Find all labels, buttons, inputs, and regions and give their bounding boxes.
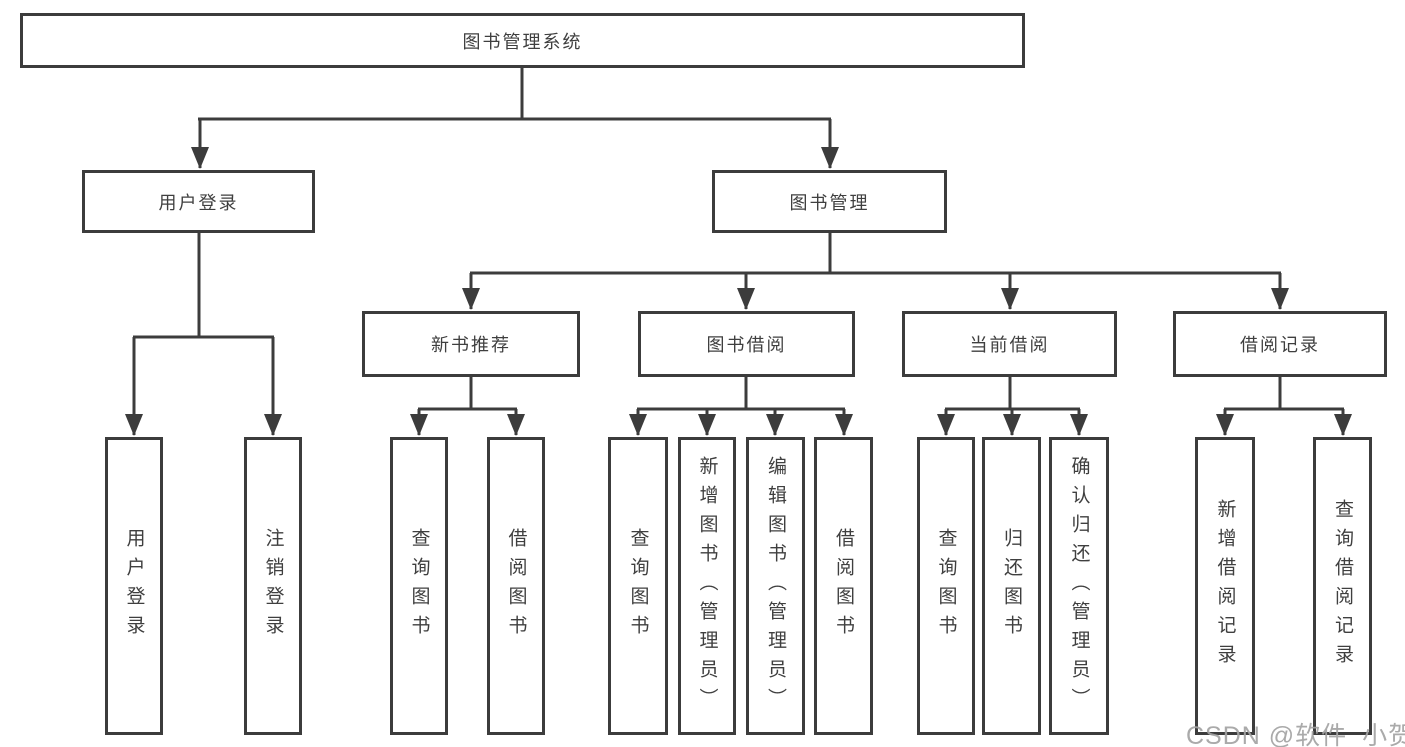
leaf-add-book-admin: 新增图书（管理员） — [678, 437, 736, 735]
leaf-logout: 注销登录 — [244, 437, 302, 735]
node-borrowing-records: 借阅记录 — [1173, 311, 1387, 377]
leaf-borrow-books: 借阅图书 — [814, 437, 873, 735]
node-user-login: 用户登录 — [82, 170, 315, 233]
leaf-user-login: 用户登录 — [105, 437, 163, 735]
leaf-confirm-return-admin: 确认归还（管理员） — [1049, 437, 1109, 735]
leaf-query-books: 查询图书 — [917, 437, 975, 735]
leaf-add-borrow-record: 新增借阅记录 — [1195, 437, 1255, 735]
node-book-management: 图书管理 — [712, 170, 947, 233]
leaf-borrow-books: 借阅图书 — [487, 437, 545, 735]
leaf-edit-book-admin: 编辑图书（管理员） — [746, 437, 805, 735]
node-book-borrowing: 图书借阅 — [638, 311, 855, 377]
node-new-book-recommendation: 新书推荐 — [362, 311, 580, 377]
leaf-return-book: 归还图书 — [982, 437, 1041, 735]
leaf-query-books: 查询图书 — [390, 437, 448, 735]
node-current-borrowing: 当前借阅 — [902, 311, 1117, 377]
leaf-query-borrow-record: 查询借阅记录 — [1313, 437, 1372, 735]
leaf-query-books: 查询图书 — [608, 437, 668, 735]
node-library-management-system: 图书管理系统 — [20, 13, 1025, 68]
watermark: CSDN @软件_小贺同学 — [1186, 722, 1405, 747]
